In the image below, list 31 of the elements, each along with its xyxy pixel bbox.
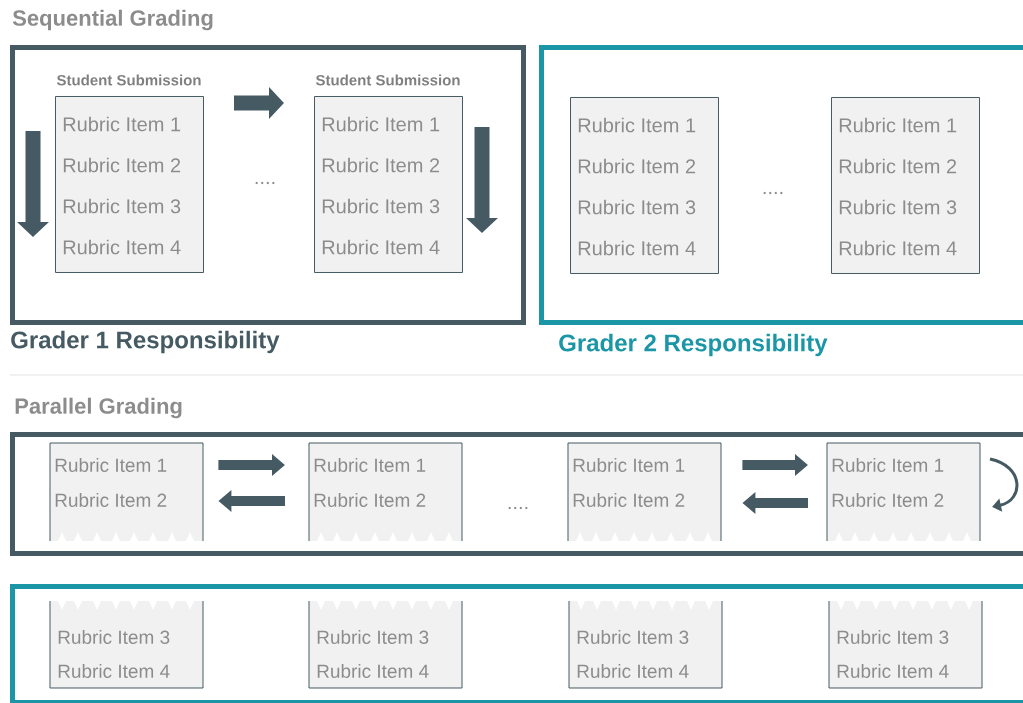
submission-box: Rubric Item 1 Rubric Item 2 Rubric Item 3 Rubric Item 4 [314, 96, 463, 273]
frame [10, 584, 1023, 703]
torn-page-box: Rubric Item 1 Rubric Item 2 [49, 442, 204, 542]
torn-page-box: Rubric Item 3 Rubric Item 4 [568, 600, 723, 689]
submission-box: Rubric Item 1 Rubric Item 2 Rubric Item 3 Rubric Item 4 [831, 97, 980, 274]
node-label: Rubric Item 3 [322, 198, 440, 214]
node-label: Rubric Item 2 [322, 157, 440, 173]
frame-title: Grader 1 Responsibility [11, 330, 280, 354]
torn-page-box: Rubric Item 3 Rubric Item 4 [49, 600, 204, 689]
node-label: Rubric Item 4 [63, 239, 181, 255]
submission-heading: Student Submission [56, 74, 201, 86]
section-heading: Parallel Grading [15, 397, 182, 419]
submission-box: Rubric Item 1 Rubric Item 2 Rubric Item 3 Rubric Item 4 [570, 97, 719, 274]
frame [10, 432, 1023, 556]
node-label: Rubric Item 1 [322, 116, 440, 132]
node-label: Rubric Item 4 [322, 239, 440, 255]
frame-title: Grader 2 Responsibility [559, 333, 828, 357]
torn-page-box: Rubric Item 1 Rubric Item 2 [826, 442, 981, 542]
ellipsis-dots: .... [763, 191, 783, 195]
section-heading: Sequential Grading [12, 9, 213, 31]
torn-page-box: Rubric Item 3 Rubric Item 4 [308, 600, 463, 689]
ellipsis-dots: .... [508, 506, 528, 510]
torn-page-box: Rubric Item 1 Rubric Item 2 [567, 442, 722, 542]
ellipsis-dots: .... [255, 181, 275, 185]
node-label: Rubric Item 2 [63, 157, 181, 173]
submission-heading: Student Submission [315, 74, 460, 86]
torn-page-box: Rubric Item 3 Rubric Item 4 [828, 600, 983, 689]
node-label: Rubric Item 1 [63, 116, 181, 132]
submission-box: Rubric Item 1 Rubric Item 2 Rubric Item 3 Rubric Item 4 [55, 96, 204, 273]
torn-page-box: Rubric Item 1 Rubric Item 2 [308, 442, 463, 542]
node-label: Rubric Item 3 [63, 198, 181, 214]
